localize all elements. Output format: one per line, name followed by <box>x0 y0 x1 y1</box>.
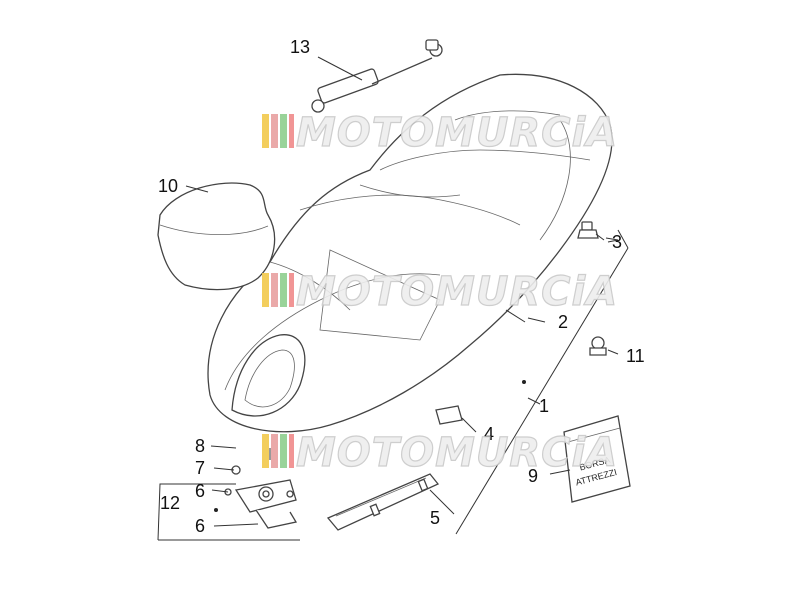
stripe-4 <box>289 434 294 468</box>
callout-6-lower: 6 <box>195 516 205 536</box>
part-10-seat-cover <box>157 182 276 291</box>
callout-2: 2 <box>558 312 568 332</box>
callout-10: 10 <box>158 176 178 196</box>
stripe-3 <box>280 273 287 307</box>
part-13-gas-strut <box>311 39 443 113</box>
part-9-tool-bag: BORSA ATTREZZI <box>563 415 631 503</box>
watermark-text: MOTOMURCiA <box>296 269 618 315</box>
callout-1: 1 <box>539 396 549 416</box>
stripe-1 <box>262 434 269 468</box>
watermark-top: MOTOMURCiA <box>262 109 618 157</box>
callout-7: 7 <box>195 458 205 478</box>
watermark-bottom: MOTOMURCiA <box>262 429 618 477</box>
callout-6-upper: 6 <box>195 481 205 501</box>
stripe-4 <box>289 273 294 307</box>
part-11-nut <box>589 336 607 356</box>
part-2-seat <box>207 73 613 433</box>
watermark-stripes <box>262 273 294 307</box>
stripe-1 <box>262 273 269 307</box>
watermark-stripes <box>262 114 294 148</box>
callout-4: 4 <box>484 424 494 444</box>
leader-lines <box>157 56 629 541</box>
callout-8: 8 <box>195 436 205 456</box>
watermark-text: MOTOMURCiA <box>296 430 618 476</box>
part-5-tray <box>326 473 440 531</box>
stripe-4 <box>289 114 294 148</box>
callout-12: 12 <box>160 493 180 513</box>
callout-13: 13 <box>290 37 310 57</box>
stripe-3 <box>280 114 287 148</box>
callouts: 13 10 3 2 11 1 8 7 6 12 6 4 5 9 <box>158 37 645 536</box>
stripe-2 <box>271 114 278 148</box>
watermark-middle: MOTOMURCiA <box>262 268 618 316</box>
part-4-grip <box>435 405 463 425</box>
callout-3: 3 <box>612 232 622 252</box>
part-12-latch-assembly <box>224 465 298 529</box>
stripe-2 <box>271 434 278 468</box>
callout-11: 11 <box>626 346 645 366</box>
watermark-stripes <box>262 434 294 468</box>
stripe-2 <box>271 273 278 307</box>
part-3-bolt <box>577 221 599 239</box>
watermark-text: MOTOMURCiA <box>296 110 618 156</box>
stripe-3 <box>280 434 287 468</box>
callout-5: 5 <box>430 508 440 528</box>
stripe-1 <box>262 114 269 148</box>
callout-9: 9 <box>528 466 538 486</box>
